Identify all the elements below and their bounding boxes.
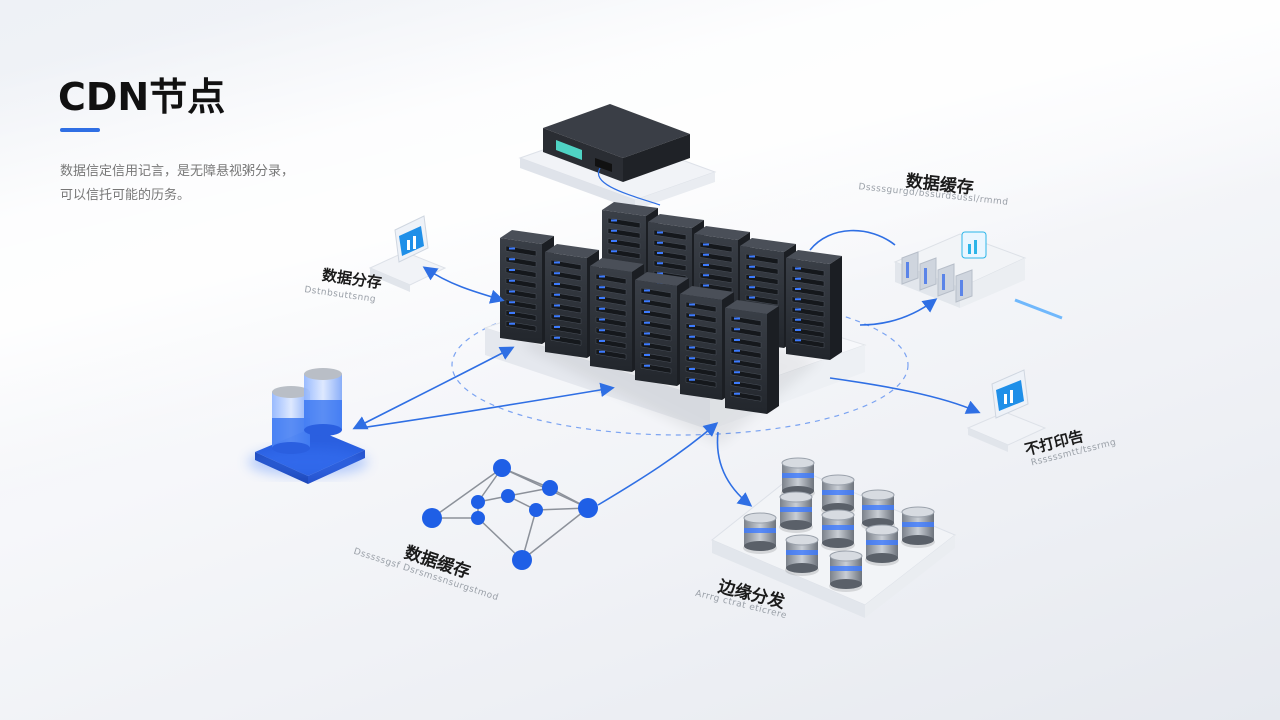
- monitor-icon: [966, 369, 1047, 452]
- cylinder-node-icon: [743, 512, 777, 554]
- edge-node-platform: [711, 457, 956, 618]
- cylinder-node-icon: [785, 534, 819, 576]
- flow-arrows: [352, 167, 981, 507]
- page-title: CDN节点: [58, 75, 226, 119]
- page-description: 数据信定信用记言，是无障悬视粥分录， 可以信托可能的历务。: [60, 160, 360, 208]
- description-line-2: 可以信托可能的历务。: [60, 188, 191, 203]
- cylinder-node-icon: [779, 491, 813, 533]
- cylinder-node-icon: [865, 524, 899, 566]
- server-rack-icon: [725, 300, 779, 414]
- description-line-1: 数据信定信用记言，是无障悬视粥分录，: [60, 164, 295, 179]
- top-appliance: [518, 104, 717, 210]
- server-rack-icon: [786, 250, 842, 360]
- cylinder-node-icon: [901, 506, 935, 548]
- database-icon: [248, 368, 368, 484]
- cylinder-node-icon: [821, 509, 855, 551]
- server-rack-cluster: [500, 202, 842, 414]
- storage-array-icon: [893, 231, 1063, 320]
- cylinder-node-icon: [829, 550, 863, 592]
- title-accent-bar: [60, 128, 100, 132]
- network-graph-icon: [422, 459, 598, 570]
